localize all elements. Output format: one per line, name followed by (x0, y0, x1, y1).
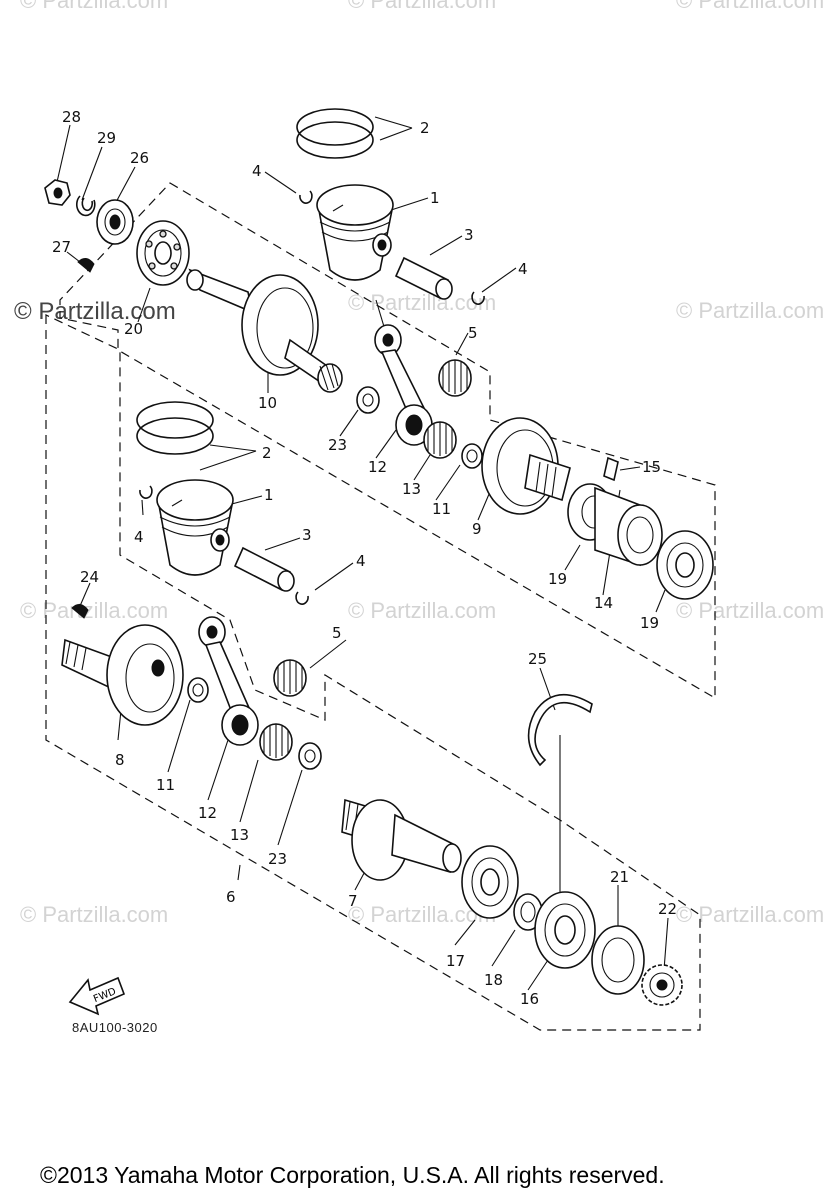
callout-10: 10 (258, 394, 277, 412)
washer-23-lower (298, 742, 322, 770)
callout-19-b: 19 (640, 614, 659, 632)
callout-9: 9 (472, 520, 482, 538)
bearing-20 (136, 220, 190, 286)
leader-lines (56, 116, 669, 991)
labyrinth-seal-14 (594, 486, 663, 567)
callout-27: 27 (52, 238, 71, 256)
callout-11-upper: 11 (432, 500, 451, 518)
callout-14: 14 (594, 594, 613, 612)
washer-11-lower (187, 677, 209, 703)
watermark-prominent: © Partzilla.com (14, 298, 176, 325)
connecting-rod-12-upper (374, 324, 433, 446)
callout-15: 15 (642, 458, 661, 476)
assembly-outline-upper (59, 182, 716, 700)
watermark-top-center: © Partzilla.com (348, 0, 497, 13)
callout-5-lower: 5 (332, 624, 342, 642)
bearing-16 (534, 891, 596, 969)
callout-29: 29 (97, 129, 116, 147)
watermark-row3-center: © Partzilla.com (348, 598, 497, 623)
oil-seal-21 (591, 925, 645, 995)
needle-bearing-5-upper (438, 359, 472, 397)
needle-bearing-13-upper (423, 421, 457, 459)
callout-3-lower: 3 (302, 526, 312, 544)
assembly-outline-lower (45, 314, 701, 1031)
callout-4-upper-a: 4 (252, 162, 262, 180)
callout-3-upper: 3 (464, 226, 474, 244)
callout-16: 16 (520, 990, 539, 1008)
watermark-row2-center: © Partzilla.com (348, 290, 497, 315)
crankshaft-half-9 (481, 417, 571, 515)
needle-bearing-5-lower (273, 659, 307, 697)
washer-11-upper (461, 443, 483, 469)
watermark-row4-left: © Partzilla.com (20, 902, 169, 927)
watermark-top-left: © Partzilla.com (20, 0, 169, 13)
callout-8: 8 (115, 751, 125, 769)
callout-23-lower: 23 (268, 850, 287, 868)
callout-6: 6 (226, 888, 236, 906)
callout-25: 25 (528, 650, 547, 668)
piston-rings-2-upper (296, 108, 374, 159)
callout-17: 17 (446, 952, 465, 970)
watermark-row2-right: © Partzilla.com (676, 298, 823, 323)
piston-1-lower (156, 479, 234, 576)
callout-2-upper: 2 (420, 119, 430, 137)
callout-18: 18 (484, 971, 503, 989)
washer-23-upper (356, 386, 380, 414)
circlip-4-upper-a (299, 190, 313, 204)
callout-7: 7 (348, 892, 358, 910)
dowel-pin-15 (603, 456, 619, 482)
callout-11-lower: 11 (156, 776, 175, 794)
callout-28: 28 (62, 108, 81, 126)
watermark-row3-left: © Partzilla.com (20, 598, 169, 623)
bearing-19-b (656, 530, 714, 600)
half-ring-25 (527, 693, 593, 767)
copyright-notice: ©2013 Yamaha Motor Corporation, U.S.A. A… (40, 1162, 665, 1188)
callout-26: 26 (130, 149, 149, 167)
piston-1-upper (316, 184, 394, 281)
callout-12-upper: 12 (368, 458, 387, 476)
callout-4-lower-b: 4 (356, 552, 366, 570)
piston-pin-3-lower (233, 546, 295, 592)
callout-24: 24 (80, 568, 99, 586)
connecting-rod-12-lower (198, 616, 259, 746)
callout-1-upper: 1 (430, 189, 440, 207)
bearing-17 (461, 845, 519, 919)
fwd-arrow: FWD (68, 976, 126, 1016)
callout-12-lower: 12 (198, 804, 217, 822)
needle-bearing-13-lower (259, 723, 293, 761)
callout-2-lower: 2 (262, 444, 272, 462)
callout-19-a: 19 (548, 570, 567, 588)
callout-5-upper: 5 (468, 324, 478, 342)
woodruff-key-27 (77, 258, 95, 273)
circlip-4-lower-b (295, 591, 309, 605)
callout-20: 20 (124, 320, 143, 338)
callout-1-lower: 1 (264, 486, 274, 504)
oil-seal-26 (96, 199, 134, 245)
piston-rings-2-lower (136, 401, 214, 455)
crankshaft-half-7 (341, 798, 462, 881)
circlip-4-lower-a (139, 485, 153, 499)
crankshaft-half-8 (61, 624, 184, 726)
callout-21: 21 (610, 868, 629, 886)
nut-28 (44, 179, 71, 206)
woodruff-key-24 (71, 604, 89, 619)
callout-23-upper: 23 (328, 436, 347, 454)
callout-22: 22 (658, 900, 677, 918)
drawing-code: 8AU100-3020 (72, 1020, 158, 1035)
gear-22 (641, 964, 683, 1006)
callout-numbers: 28 29 26 27 20 2 4 1 3 4 5 10 23 12 13 1… (52, 108, 677, 1008)
circlip-4-upper-b (471, 291, 485, 305)
piston-pin-3-upper (394, 256, 453, 300)
callout-13-lower: 13 (230, 826, 249, 844)
watermark-top-right: © Partzilla.com (676, 0, 823, 13)
lock-washer-29 (76, 195, 96, 217)
callout-13-upper: 13 (402, 480, 421, 498)
callout-4-lower-a: 4 (134, 528, 144, 546)
crankshaft-half-10 (186, 268, 343, 393)
watermark-row3-right: © Partzilla.com (676, 598, 823, 623)
callout-4-upper-b: 4 (518, 260, 528, 278)
